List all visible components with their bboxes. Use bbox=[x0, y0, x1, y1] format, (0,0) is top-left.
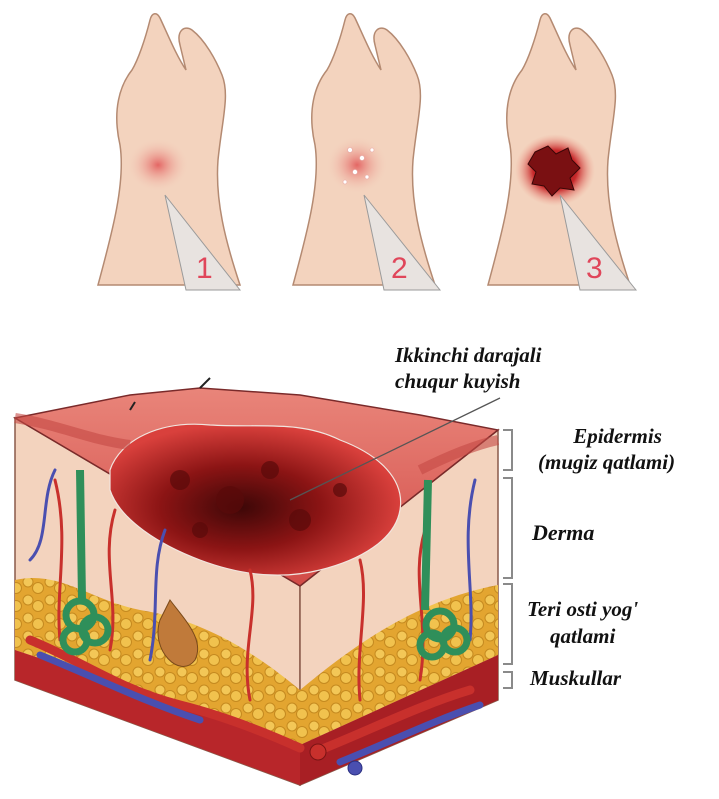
layer-line1: Epidermis bbox=[560, 423, 675, 449]
layer-brackets bbox=[503, 430, 512, 688]
hand-stage-1: 1 bbox=[98, 14, 240, 290]
layer-line1: Teri osti yog' bbox=[527, 596, 638, 623]
annotation-line1: Ikkinchi darajali bbox=[395, 342, 541, 368]
stage-number: 1 bbox=[196, 252, 213, 285]
burn-annotation: Ikkinchi darajali chuqur kuyish bbox=[395, 342, 541, 394]
layer-line2: qatlami bbox=[527, 623, 638, 650]
hand-stage-2: 2 bbox=[293, 14, 440, 290]
layer-label-fat: Teri osti yog' qatlami bbox=[527, 596, 638, 650]
layer-line1: Muskullar bbox=[530, 666, 621, 691]
layer-line1: Derma bbox=[532, 520, 594, 546]
stage-number: 3 bbox=[586, 252, 603, 285]
hand-stage-3: 3 bbox=[488, 14, 636, 290]
skin-block bbox=[15, 378, 500, 785]
layer-line2: (mugiz qatlami) bbox=[538, 449, 675, 475]
annotation-line2: chuqur kuyish bbox=[395, 368, 541, 394]
stage-number: 2 bbox=[391, 252, 408, 285]
layer-label-derma: Derma bbox=[532, 520, 594, 546]
layer-label-muscle: Muskullar bbox=[530, 666, 621, 691]
layer-label-epidermis: Epidermis (mugiz qatlami) bbox=[560, 423, 675, 475]
